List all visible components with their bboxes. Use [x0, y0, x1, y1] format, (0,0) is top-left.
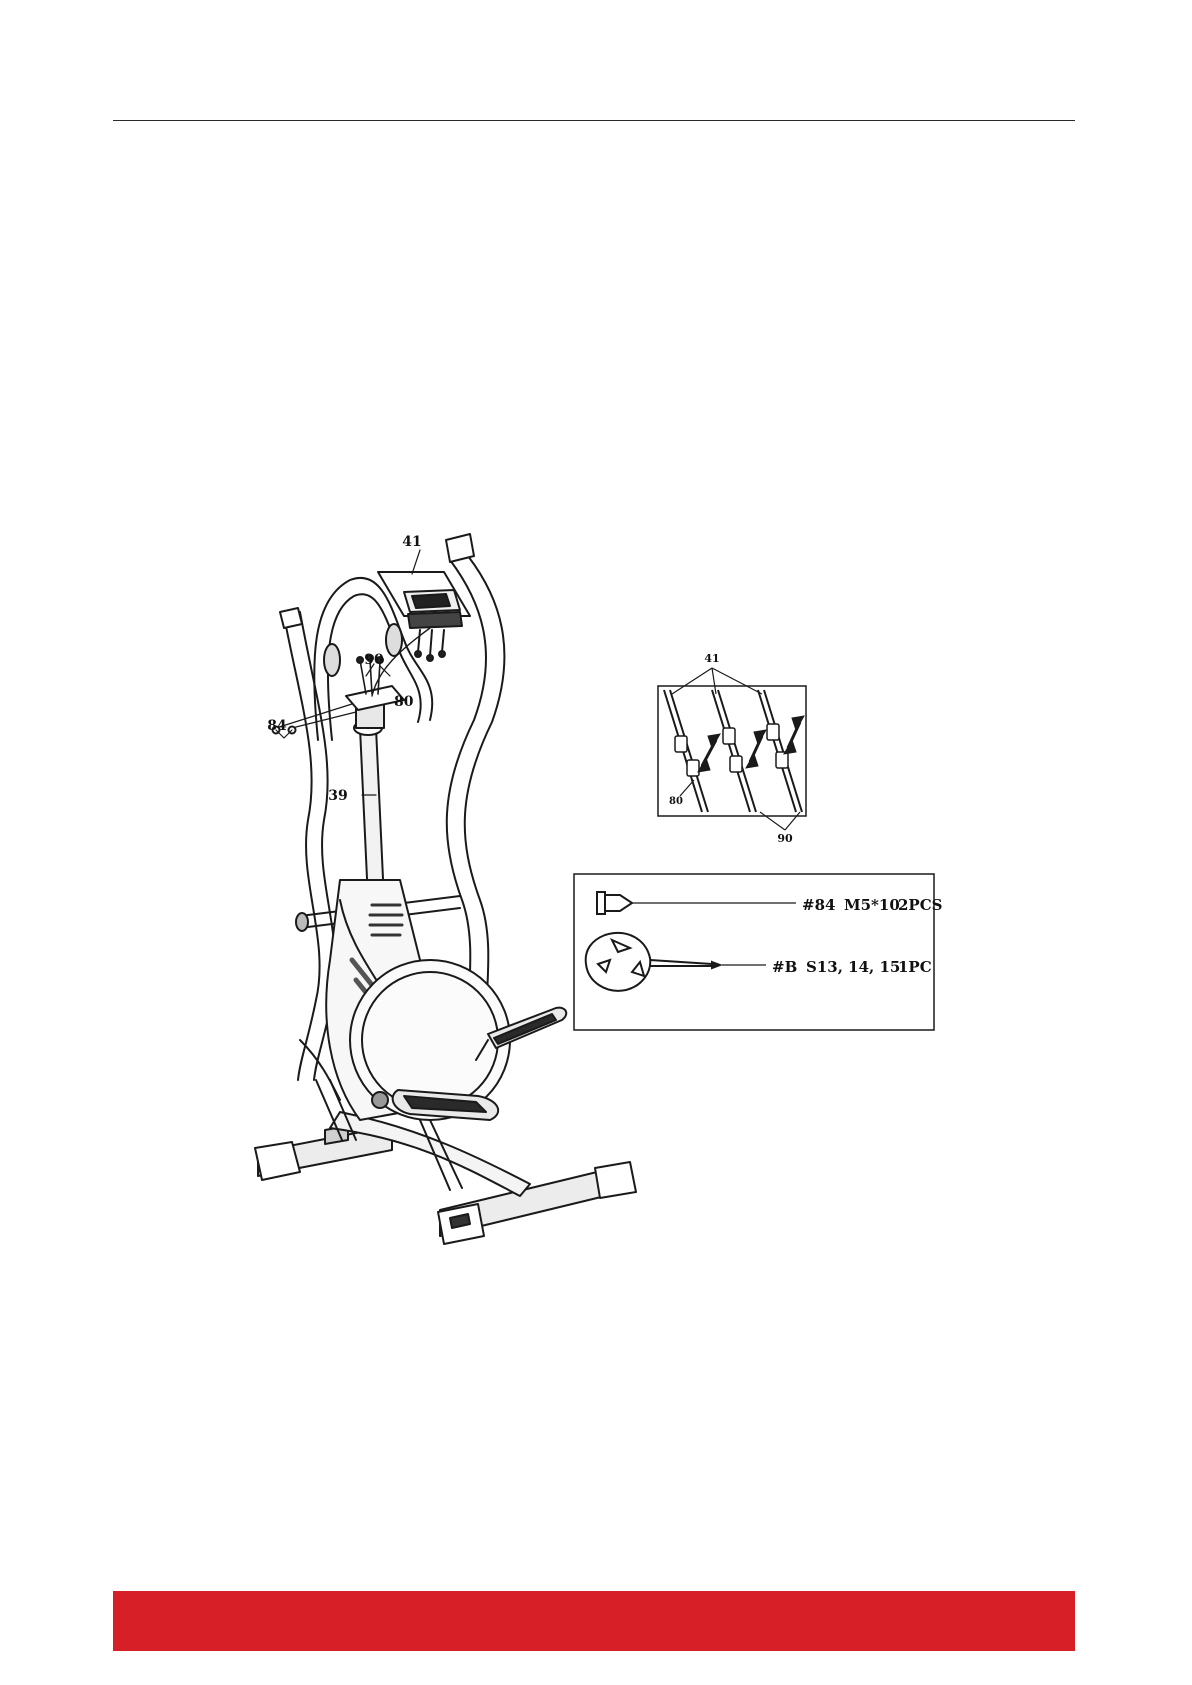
hardware-box: #84 M5*10 2PCS #B S13, 14, 15 1PC	[574, 874, 943, 1030]
inset-callout-90: 90	[777, 832, 793, 845]
hardware-qty-b: 1PC	[898, 958, 932, 976]
footer-band	[113, 1591, 1075, 1651]
hardware-qty-84: 2PCS	[898, 896, 943, 914]
hardware-code-84: #84	[802, 896, 835, 914]
bolt-icon	[597, 892, 632, 914]
callout-80: 80	[394, 694, 414, 710]
callout-41: 41	[402, 534, 421, 550]
cable-detail-inset: 41 80 90	[658, 652, 806, 845]
inset-callout-41: 41	[704, 652, 719, 665]
hardware-spec-84: M5*10	[844, 896, 900, 914]
callout-90: 90	[364, 652, 384, 668]
callout-39: 39	[328, 788, 347, 804]
rear-stabilizer	[438, 1162, 636, 1244]
console-mast	[360, 728, 384, 900]
inset-callout-80: 80	[669, 796, 683, 807]
wrench-icon	[586, 933, 720, 991]
callout-84: 84	[267, 718, 287, 734]
hardware-code-b: #B	[772, 958, 797, 976]
hardware-spec-b: S13, 14, 15	[806, 958, 900, 976]
